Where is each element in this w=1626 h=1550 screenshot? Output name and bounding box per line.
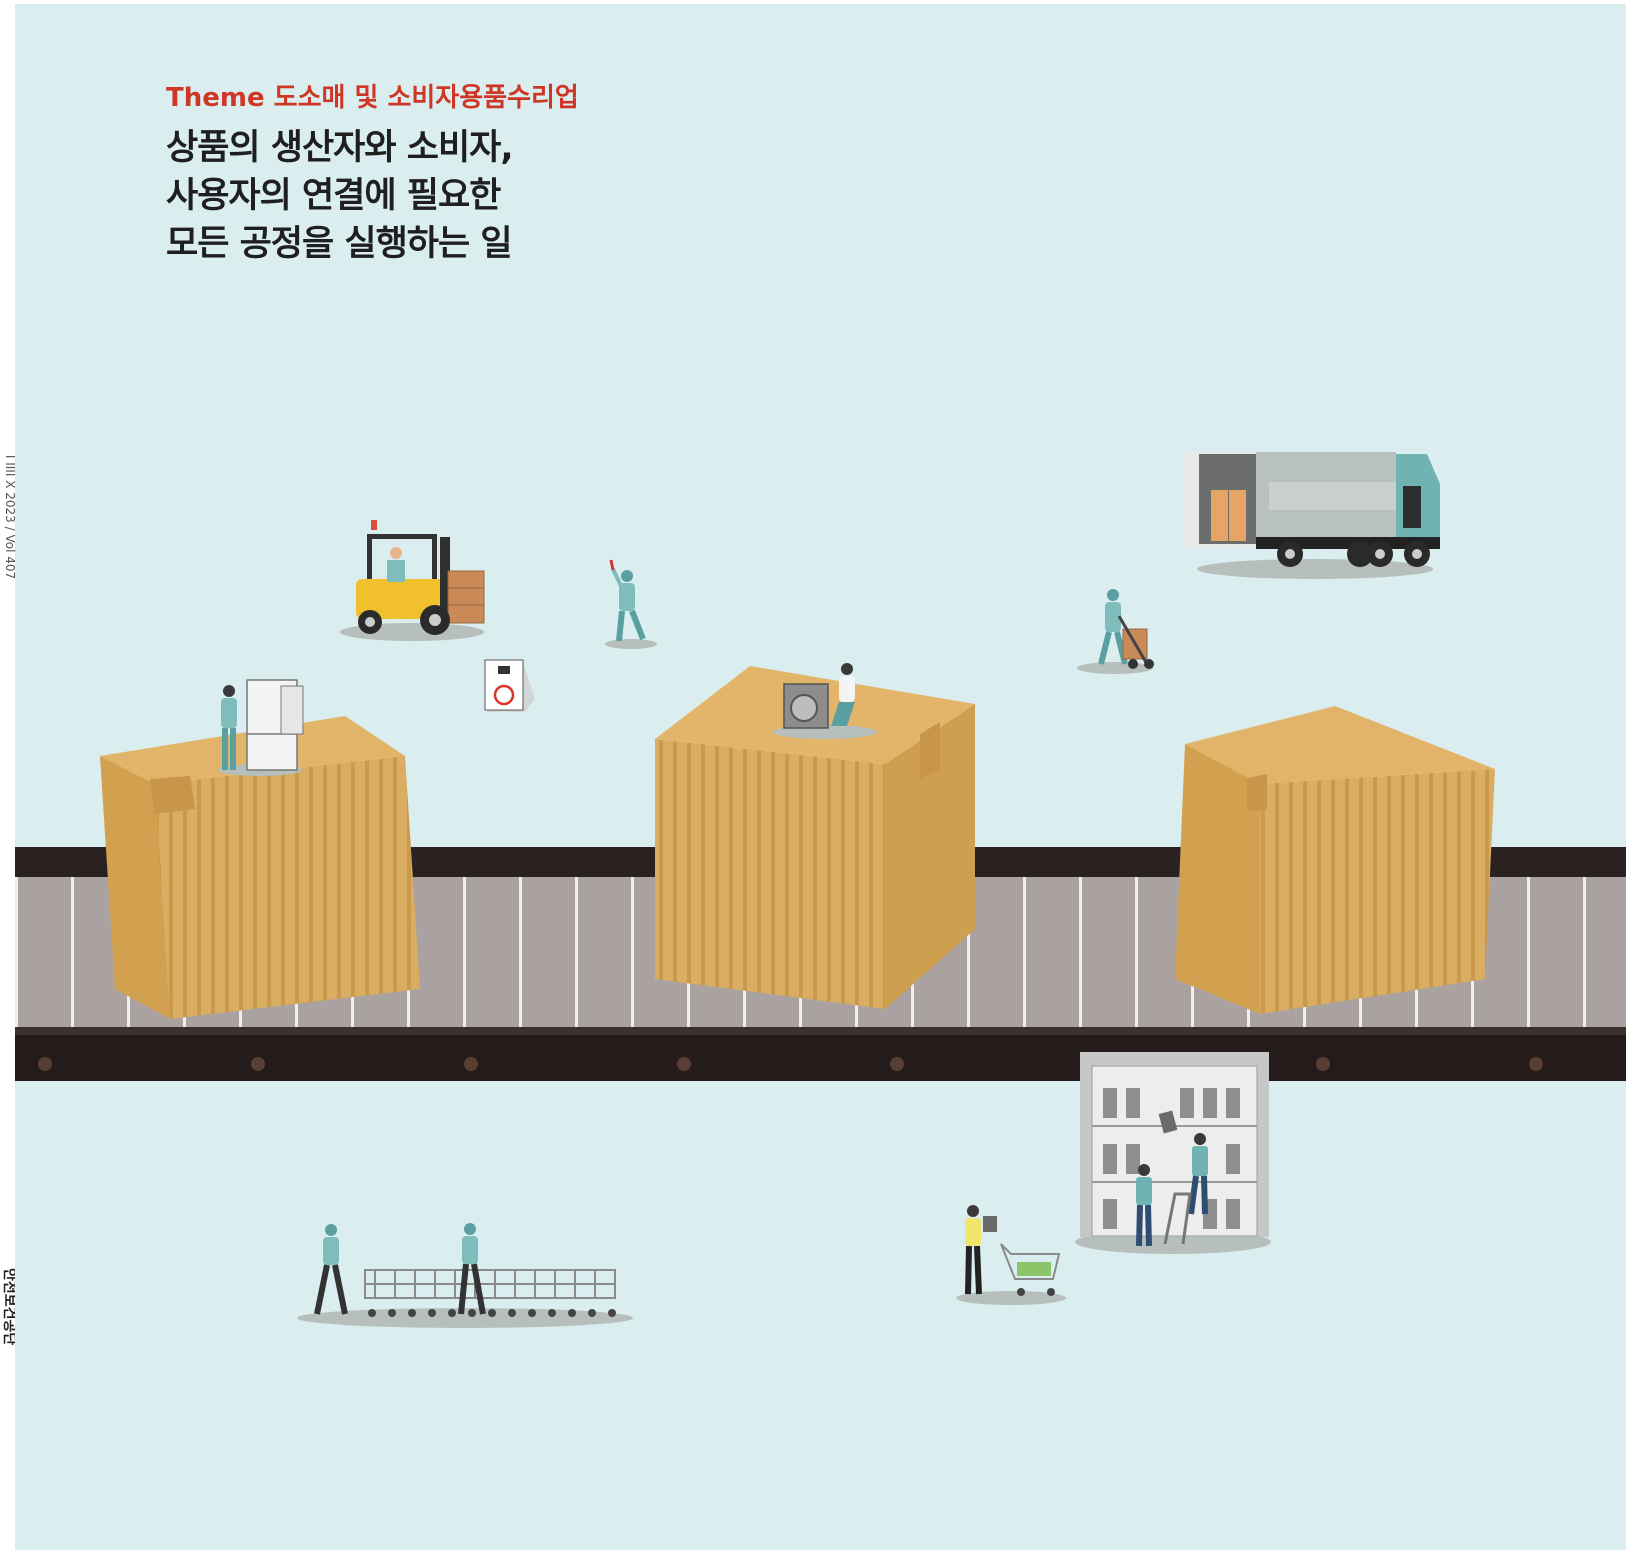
scene-illustration bbox=[15, 452, 1626, 1328]
speed-limit-sign bbox=[484, 659, 535, 712]
headline: 상품의 생산자와 소비자, 사용자의 연결에 필요한 모든 공정을 실행하는 일 bbox=[166, 124, 514, 268]
publisher-logo: 안전보건공단 bbox=[0, 1268, 15, 1438]
headline-line-1: 상품의 생산자와 소비자, bbox=[166, 128, 514, 168]
worker-with-refrigerator bbox=[218, 679, 304, 776]
cardboard-box-center bbox=[655, 666, 975, 1009]
worker-with-washing-machine bbox=[773, 663, 877, 739]
shopper-with-cart bbox=[956, 1205, 1066, 1305]
publisher-logo-text: 안전보건공단 bbox=[1, 1268, 15, 1346]
forklift-with-driver bbox=[340, 520, 485, 641]
warehouse-shelf-workers bbox=[1075, 1052, 1271, 1254]
delivery-truck-with-boxes bbox=[1184, 452, 1440, 579]
spine-issue-label: I IIII X 2023 / Vol 407 bbox=[3, 454, 17, 580]
cover-illustration: Theme 도소매 및 소비자용품수리업 상품의 생산자와 소비자, 사용자의 … bbox=[15, 4, 1626, 1550]
worker-with-baton bbox=[605, 559, 657, 649]
worker-with-hand-truck bbox=[1077, 589, 1154, 674]
theme-label: Theme 도소매 및 소비자용품수리업 bbox=[166, 83, 579, 113]
shopping-cart-collectors bbox=[297, 1223, 633, 1328]
cardboard-box-right bbox=[1175, 706, 1495, 1014]
headline-line-2: 사용자의 연결에 필요한 bbox=[166, 176, 501, 216]
spine-issue-text: I IIII X 2023 / Vol 407 bbox=[0, 400, 17, 640]
headline-line-3: 모든 공정을 실행하는 일 bbox=[166, 224, 513, 264]
